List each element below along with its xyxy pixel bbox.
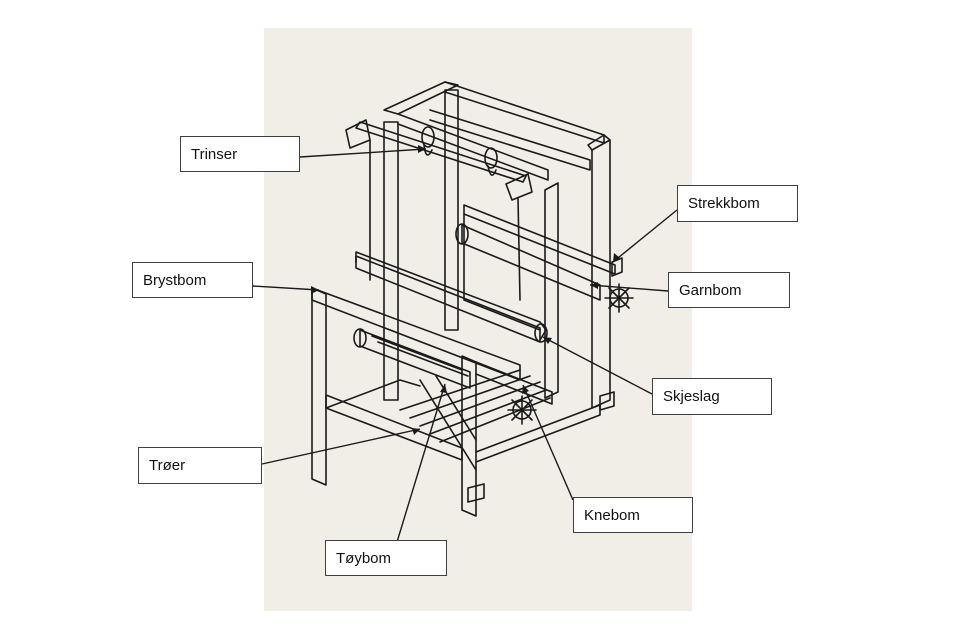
back-left-post <box>383 121 399 401</box>
bottom-frame-left <box>325 394 463 461</box>
garnbom-wheel <box>604 283 634 313</box>
knebom-rail <box>475 361 553 405</box>
label-troer: Trøer <box>138 447 262 484</box>
leader-troer <box>261 428 421 465</box>
back-right-post <box>444 89 459 331</box>
label-garnbom: Garnbom <box>668 272 790 308</box>
leader-brystbom <box>252 285 320 291</box>
right-front-post <box>544 182 559 399</box>
label-strekkbom: Strekkbom <box>677 185 798 222</box>
knebom-wheel <box>507 395 537 425</box>
cloth-beam <box>359 329 471 389</box>
bottom-frame-right <box>475 404 601 463</box>
top-rail-back <box>383 81 459 115</box>
label-trinser: Trinser <box>180 136 300 172</box>
label-skjeslag: Skjeslag <box>652 378 772 415</box>
warp-beam <box>461 224 601 301</box>
top-rail-right <box>444 81 605 144</box>
top-rail-front <box>397 113 549 181</box>
pulley-left <box>421 126 435 148</box>
label-knebom: Knebom <box>573 497 693 533</box>
label-toybom: Tøybom <box>325 540 447 576</box>
leader-toybom <box>396 383 446 543</box>
leader-skjeslag <box>542 336 653 395</box>
leader-garnbom <box>589 284 669 292</box>
pulley-right <box>484 147 498 169</box>
leader-strekkbom <box>612 209 678 263</box>
leader-trinser <box>299 148 427 158</box>
front-left-post <box>311 287 327 486</box>
leader-knebom <box>522 384 574 501</box>
treadles <box>399 369 551 443</box>
skjeslag-bar <box>355 251 547 341</box>
label-brystbom: Brystbom <box>132 262 253 298</box>
top-rail-mid <box>429 109 591 171</box>
